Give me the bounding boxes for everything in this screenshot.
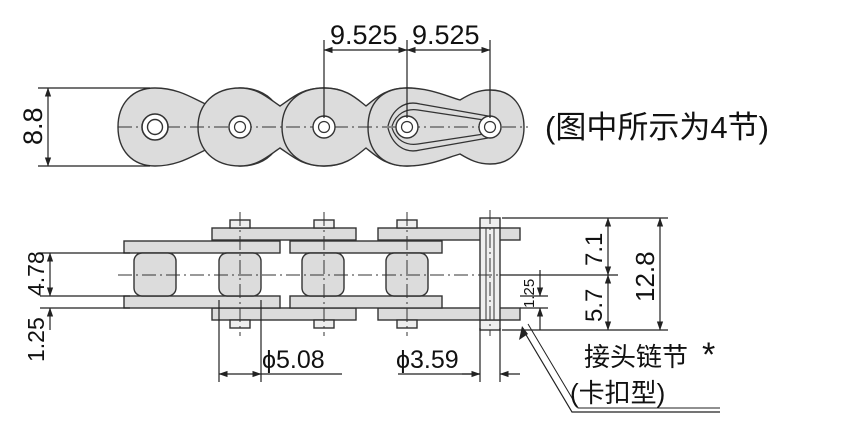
roller-diameter-label: ϕ5.08 (262, 346, 325, 374)
spring-clip-lower (387, 127, 489, 152)
plate-thickness-right-label: 1.25 (521, 279, 538, 308)
joint-label-line2: (卡扣型) (570, 378, 665, 408)
inner-plates (123, 240, 443, 309)
joint-label-line1: 接头链节 (584, 342, 688, 372)
right-width-dimensions: 7.1 5.7 12.8 1.25 (500, 217, 668, 331)
plate-thickness-left-label: 1.25 (23, 317, 49, 362)
upper-half-label: 7.1 (581, 233, 608, 266)
pin-diameter-label: ϕ3.59 (396, 346, 459, 374)
roller-diameter-dimension: ϕ5.08 (218, 300, 342, 382)
spring-clip (387, 102, 489, 127)
pitch-dimension: 9.525 9.525 (323, 20, 491, 118)
joint-asterisk: * (702, 336, 715, 374)
caption-four-links: (图中所示为4节) (545, 110, 769, 145)
pitch-left-label: 9.525 (330, 20, 398, 50)
inner-width-dimension: 4.78 1.25 (23, 251, 130, 362)
height-label: 8.8 (18, 107, 48, 145)
overall-width-label: 12.8 (630, 251, 660, 302)
height-dimension: 8.8 (18, 87, 150, 167)
inner-width-label: 4.78 (23, 251, 49, 296)
lower-half-label: 5.7 (581, 289, 608, 322)
pin-diameter-dimension: ϕ3.59 (396, 328, 520, 382)
pin-holes (141, 113, 502, 141)
joint-leader-line (521, 327, 720, 413)
chain-top-view: 9.525 9.525 8.8 (18, 20, 528, 167)
side-centerlines (118, 210, 520, 336)
chain-side-view: 4.78 1.25 ϕ5.08 ϕ3.59 (23, 210, 720, 413)
pitch-right-label: 9.525 (412, 20, 480, 50)
joint-label: 接头链节 * (卡扣型) (570, 336, 715, 408)
